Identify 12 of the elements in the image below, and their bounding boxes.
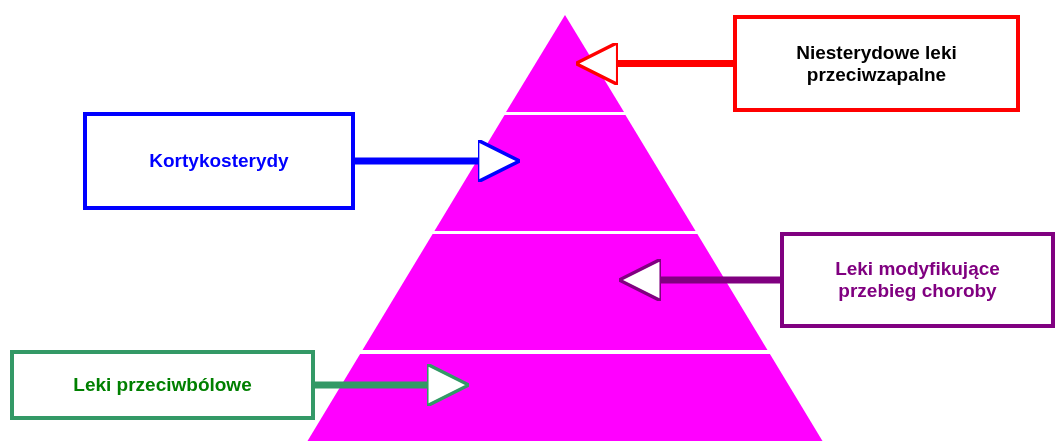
block-arrow: [617, 257, 780, 303]
pyramid-layer: [307, 354, 823, 441]
block-arrow: [315, 362, 471, 408]
callout-label: Leki modyfikujące przebieg choroby: [780, 232, 1055, 328]
pyramid-layer: [361, 234, 769, 350]
callout-label: Kortykosterydy: [83, 112, 355, 210]
block-arrow: [573, 40, 733, 87]
callout-label: Leki przeciwbólowe: [10, 350, 315, 420]
pyramid-layer: [434, 115, 696, 231]
callout-label: Niesterydowe leki przeciwzapalne: [733, 15, 1020, 112]
block-arrow: [355, 138, 522, 184]
pyramid-top-layer: [506, 15, 624, 112]
